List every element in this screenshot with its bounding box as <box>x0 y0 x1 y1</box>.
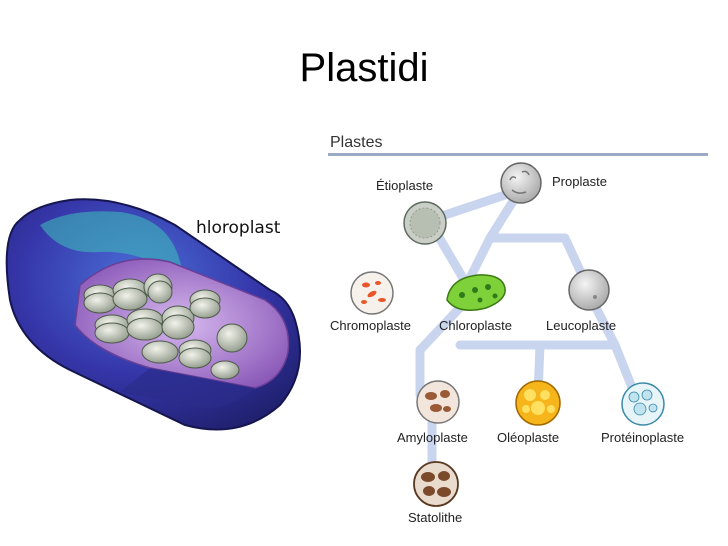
slide-title: Plastidi <box>299 46 429 90</box>
node-oleoplaste: Oléoplaste <box>497 380 561 445</box>
label-proplaste: Proplaste <box>552 174 607 189</box>
label-etioplaste: Étioplaste <box>376 178 433 193</box>
node-leucoplaste: Leucoplaste <box>546 269 616 333</box>
label-chromoplaste: Chromoplaste <box>330 318 411 333</box>
node-etioplaste: Étioplaste <box>376 178 447 245</box>
label-statolithe: Statolithe <box>408 510 462 525</box>
label-amyloplaste: Amyloplaste <box>397 430 468 445</box>
label-proteinoplaste: Protéinoplaste <box>601 430 684 445</box>
chloroplast-3d-model <box>5 198 301 431</box>
diagram-header: Plastes <box>330 134 382 151</box>
label-chloroplaste: Chloroplaste <box>439 318 512 333</box>
cell-label: hloroplast <box>196 218 281 238</box>
node-chloroplaste: Chloroplaste <box>439 274 512 333</box>
node-chromoplaste: Chromoplaste <box>330 271 411 333</box>
node-amyloplaste: Amyloplaste <box>397 380 468 445</box>
node-proplaste: Proplaste <box>500 162 607 204</box>
node-proteinoplaste: Protéinoplaste <box>601 382 684 445</box>
grana-stacks <box>83 273 248 380</box>
node-statolithe: Statolithe <box>408 461 462 525</box>
label-leucoplaste: Leucoplaste <box>546 318 616 333</box>
label-oleoplaste: Oléoplaste <box>497 430 559 445</box>
header-rule <box>328 153 708 156</box>
